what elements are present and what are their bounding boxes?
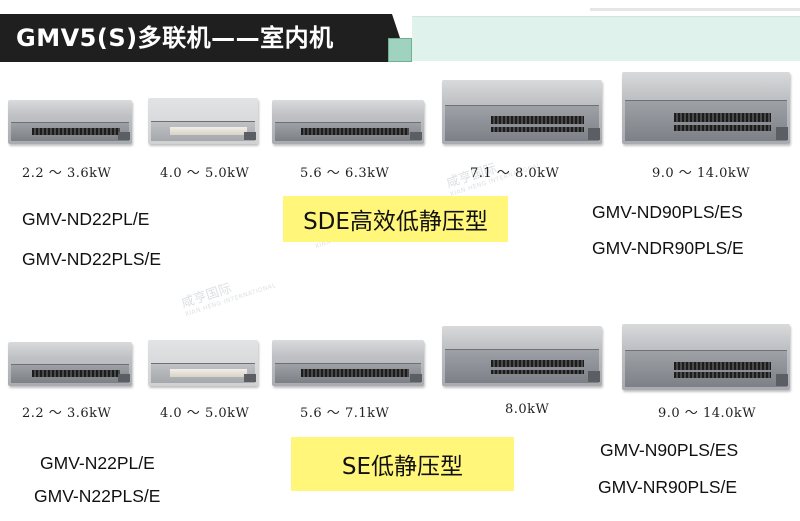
header-tab-decoration [388,38,412,62]
indoor-unit-image [272,100,424,144]
capacity-range: 2.2 ～ 3.6kW [22,406,112,421]
model-name: GMV-N90PLS/ES [600,440,739,460]
indoor-unit-image [442,326,602,386]
capacity-range: 5.6 ～ 6.3kW [300,166,390,181]
indoor-unit-image [148,340,258,386]
header-bar [0,14,408,62]
model-name: GMV-N22PLS/E [34,486,161,506]
header-top-line [590,8,800,11]
model-name: GMV-N22PL/E [40,453,155,473]
capacity-range: 9.0 ～ 14.0kW [652,166,751,181]
model-name: GMV-ND22PLS/E [22,249,162,269]
indoor-unit-image [8,100,132,144]
indoor-unit-image [8,342,132,386]
model-name: GMV-ND90PLS/ES [592,202,743,222]
capacity-range: 2.2 ～ 3.6kW [22,166,112,181]
model-name: GMV-NR90PLS/E [598,477,738,497]
capacity-range: 5.6 ～ 7.1kW [300,406,390,421]
capacity-range: 7.1 ～ 8.0kW [470,166,560,181]
indoor-unit-image [622,324,790,390]
series-badge: SE低静压型 [291,437,514,491]
indoor-unit-image [442,80,602,144]
indoor-unit-image [622,72,790,144]
model-name: GMV-ND22PL/E [22,209,150,229]
page-title: GMV5(S)多联机——室内机 [16,24,334,52]
capacity-range: 8.0kW [505,402,550,417]
indoor-unit-image [148,98,258,144]
capacity-range: 9.0 ～ 14.0kW [658,406,757,421]
capacity-range: 4.0 ～ 5.0kW [160,406,250,421]
model-name: GMV-NDR90PLS/E [592,238,744,258]
indoor-unit-image [272,340,424,386]
capacity-range: 4.0 ～ 5.0kW [160,166,250,181]
header-accent-strip [412,16,800,61]
series-badge: SDE高效低静压型 [283,196,508,242]
